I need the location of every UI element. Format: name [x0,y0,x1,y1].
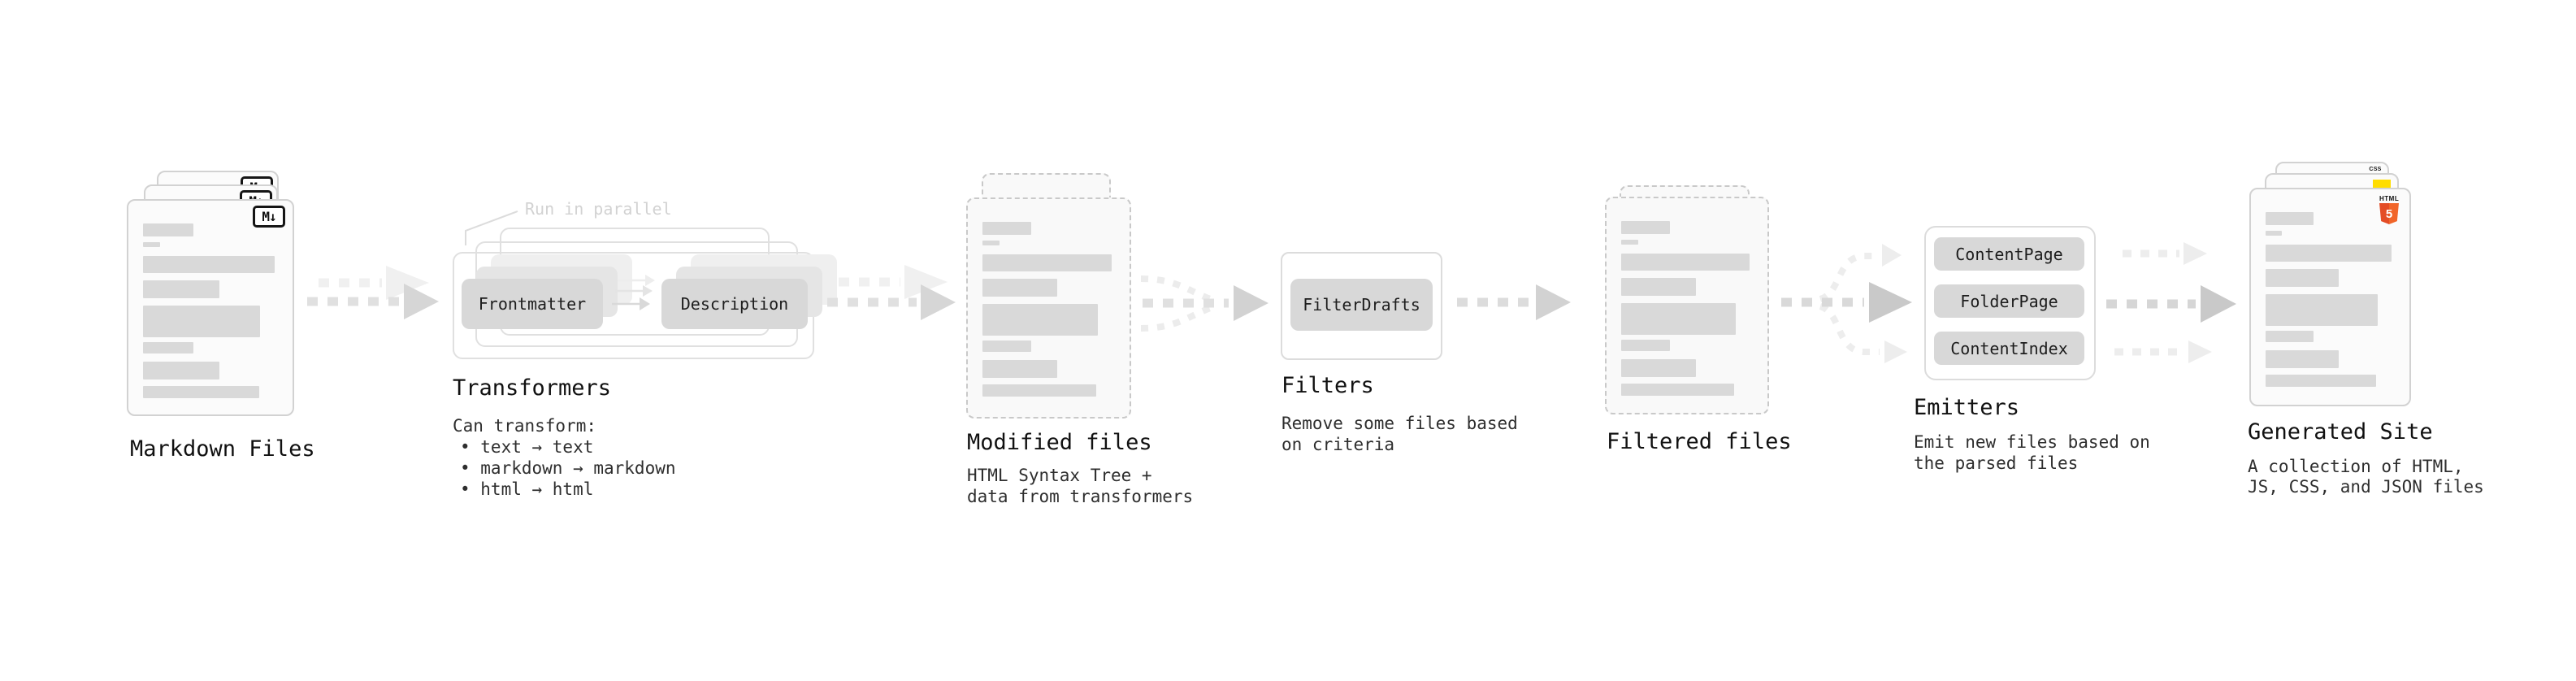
generated-site-subtitle-2: JS, CSS, and JSON files [2248,477,2484,497]
skeleton-bar [143,223,193,236]
skeleton-bar [982,340,1032,352]
emitters-title: Emitters [1914,395,2020,420]
generated-site-title: Generated Site [2248,419,2433,445]
modified-files-subtitle-2: data from transformers [967,487,1194,506]
folderpage-pill: FolderPage [1934,284,2084,318]
skeleton-bar [143,306,261,337]
generated-site-subtitle-1: A collection of HTML, [2248,457,2464,476]
arrow-transformers-to-modified [827,284,956,320]
transformers-title: Transformers [453,375,612,401]
skeleton-bar [982,254,1112,271]
transformers-bullet-2: • markdown → markdown [460,458,676,478]
transformers-desc-heading: Can transform: [453,416,597,436]
skeleton-bar [982,304,1098,336]
skeleton-bar [982,360,1058,378]
skeleton-bar [982,384,1096,397]
filters-subtitle-1: Remove some files based [1281,414,1518,433]
arrow-transformers-to-modified-ghost [839,265,948,299]
filters-title: Filters [1281,373,1374,398]
transformers-bullet-1: • text → text [460,437,594,457]
document-skeleton [143,223,275,398]
skeleton-bar [2266,231,2283,236]
parallel-note-leader-line [465,210,518,245]
contentindex-pill: ContentIndex [1934,332,2084,365]
skeleton-bar [1621,303,1736,335]
markdown-files-title: Markdown Files [130,436,315,462]
skeleton-bar [2266,269,2339,287]
skeleton-bar [1621,240,1638,245]
skeleton-bar [2266,375,2377,387]
filtered-file-card-front [1605,197,1769,414]
parallel-note: Run in parallel [525,199,672,219]
arrow-markdown-to-transformers [307,284,439,319]
modified-file-card-front [966,197,1131,419]
skeleton-bar [1621,221,1671,234]
filtered-files-title: Filtered files [1607,429,1792,454]
js-file-icon [2373,180,2391,188]
skeleton-bar [2266,212,2314,225]
arrow-filtered-to-emitters [1781,244,1912,363]
skeleton-bar [143,242,161,247]
skeleton-bar [143,386,259,398]
skeleton-bar [1621,254,1750,271]
arrow-emitters-to-site-top [2123,242,2207,265]
skeleton-bar [1621,340,1671,351]
skeleton-bar [2266,331,2314,342]
skeleton-bar [143,256,275,273]
frontmatter-pill: Frontmatter [462,279,603,329]
modified-files-subtitle-1: HTML Syntax Tree + [967,466,1152,485]
skeleton-bar [1621,359,1696,377]
markdown-icon: M↓ [253,206,285,228]
transformers-bullet-3: • html → html [460,479,594,499]
skeleton-bar [143,280,219,298]
skeleton-bar [982,241,1000,245]
arrow-filters-to-filtered [1457,284,1571,320]
html5-icon: HTML 5 [2379,196,2399,224]
emitters-subtitle-2: the parsed files [1914,453,2079,473]
emitters-subtitle-1: Emit new files based on [1914,432,2150,452]
description-pill: Description [661,279,808,329]
skeleton-bar [2266,350,2339,368]
skeleton-bar [2266,294,2378,326]
skeleton-bar [2266,245,2392,262]
skeleton-bar [143,342,193,354]
arrow-emitters-to-site-bottom [2114,340,2212,363]
contentpage-pill: ContentPage [1934,237,2084,271]
skeleton-bar [1621,384,1735,396]
skeleton-bar [1621,278,1696,296]
arrow-markdown-to-transformers-ghost [319,266,429,300]
transformer-step-arrows [612,275,655,310]
document-skeleton [2266,212,2392,387]
filters-subtitle-2: on criteria [1281,435,1395,454]
skeleton-bar [143,362,219,380]
modified-files-title: Modified files [967,430,1152,455]
skeleton-bar [982,279,1058,297]
markdown-file-card-front: M↓ [127,199,294,416]
document-skeleton [1621,221,1750,396]
site-file-card-front: HTML 5 [2249,188,2411,406]
filterdrafts-pill: FilterDrafts [1290,279,1433,331]
skeleton-bar [982,222,1032,235]
document-skeleton [982,222,1112,397]
arrow-modified-to-filters [1140,275,1268,332]
arrow-emitters-to-site-middle [2106,285,2236,323]
